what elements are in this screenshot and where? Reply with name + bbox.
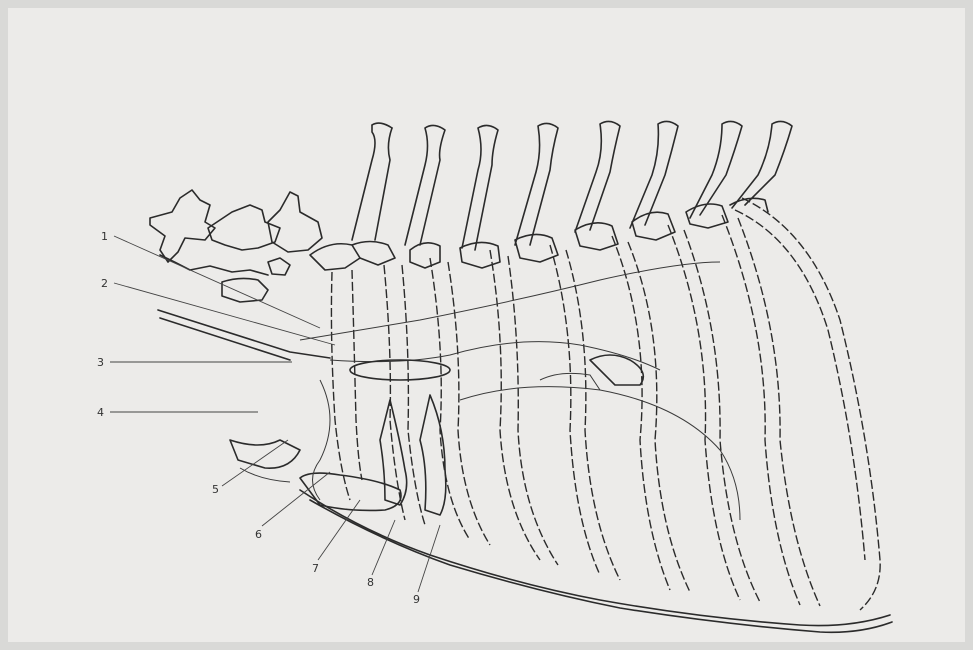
callout-1: 1 xyxy=(101,230,108,243)
callout-8: 8 xyxy=(367,576,374,589)
callout-4: 4 xyxy=(97,406,104,419)
callout-3: 3 xyxy=(97,356,104,369)
callout-9: 9 xyxy=(413,593,420,606)
callout-2: 2 xyxy=(101,277,108,290)
callout-5: 5 xyxy=(212,483,219,496)
callout-6: 6 xyxy=(255,528,262,541)
callout-7: 7 xyxy=(312,562,319,575)
paper-sheet xyxy=(8,8,965,642)
